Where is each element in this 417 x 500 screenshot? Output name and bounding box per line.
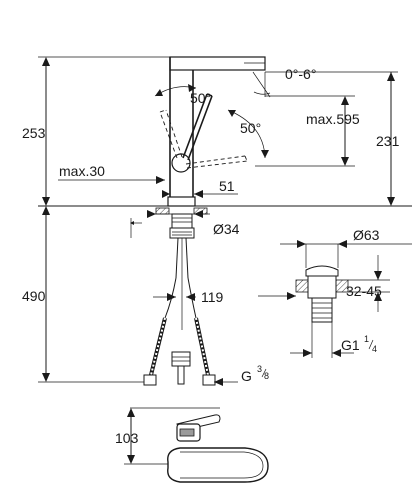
dimension-51 [162,190,238,198]
dimension-231 [300,71,398,206]
center-connector [171,351,191,385]
dimension-32-45 [348,255,390,312]
label-diameter-34: Ø34 [213,221,240,237]
dimension-119 [153,293,196,301]
swivel-dashed-lever-left [159,109,183,159]
label-diameter-63: Ø63 [353,227,380,243]
label-max-595: max.595 [306,111,360,127]
label-119: 119 [201,289,224,305]
dimension-34 [130,210,210,238]
flexible-hoses [143,277,216,386]
dimension-max-30 [58,176,165,184]
dimension-490 [38,206,150,383]
mounting-shank [155,207,208,330]
label-50-left: 50° [190,90,211,106]
label-0-6: 0°-6° [285,66,316,82]
label-50-right: 50° [240,120,261,136]
label-g38-main: G [241,368,252,384]
label-253: 253 [22,125,46,141]
angle-arc-50-right [227,109,269,159]
dimension-253 [38,56,170,206]
label-32-45: 32-45 [346,283,382,299]
label-g38-num: 3 [257,364,262,374]
faucet-body [167,56,266,207]
popup-waste-assembly [295,265,349,323]
label-231: 231 [376,133,400,149]
label-g1-den: 4 [372,344,377,354]
label-g1-main: G1 [341,337,360,353]
swivel-dashed-lever-right [185,155,248,169]
angle-arc-50-left [154,84,197,97]
dimension-63 [280,240,412,268]
side-view-faucet [130,407,269,483]
dimension-g38 [214,378,238,386]
label-g38-den: 8 [264,371,269,381]
dimension-g1-1-4 [258,292,354,358]
angle-0-6 [252,71,300,98]
label-103: 103 [115,430,139,446]
label-g1-num: 1 [364,334,369,344]
dimension-103 [124,408,168,465]
label-max-30: max.30 [59,163,105,179]
label-51: 51 [219,178,235,194]
dimension-max-595 [255,95,355,167]
label-490: 490 [22,288,46,304]
